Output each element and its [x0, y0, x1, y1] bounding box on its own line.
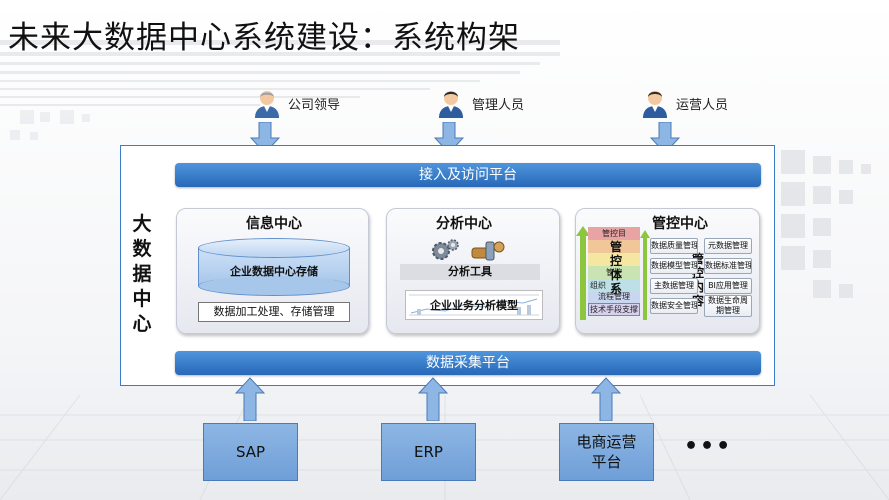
- user-label-leader: 公司领导: [288, 98, 341, 113]
- storage-label: 企业数据中心存储: [230, 265, 318, 278]
- access-platform-bar: 接入及访问平台: [175, 163, 761, 187]
- source-erp: ERP: [381, 423, 476, 481]
- gears-icon: [432, 239, 459, 260]
- analysis-tools-icon: [471, 241, 505, 261]
- source-ecommerce: 电商运营平台: [559, 423, 654, 481]
- model-chart-icon: [409, 294, 539, 316]
- user-operator: 运营人员: [640, 88, 760, 118]
- stack-layer: [588, 240, 640, 253]
- up-arrow-icon: [418, 377, 448, 421]
- stack-layer: [588, 266, 640, 279]
- analysis-tools-label: 分析工具: [400, 264, 540, 280]
- analysis-center-title: 分析中心: [436, 216, 492, 232]
- stack-item-label: 组织: [590, 281, 606, 290]
- source-label: SAP: [235, 443, 266, 461]
- module-box: 数据模型管理: [650, 258, 698, 274]
- source-label: ERP: [414, 443, 443, 461]
- source-label: 电商运营平台: [576, 433, 637, 471]
- user-manager: 管理人员: [436, 88, 556, 118]
- stack-item-label: 技术手段支撑: [590, 305, 638, 314]
- user-label-manager: 管理人员: [472, 98, 525, 113]
- control-system-text: 管控体系: [609, 240, 622, 296]
- more-sources-ellipsis: •••: [684, 434, 733, 459]
- business-model-label: 企业业务分析模型: [430, 299, 518, 312]
- stack-layer: [588, 227, 640, 240]
- control-center-title: 管控中心: [652, 216, 708, 232]
- user-label-operator: 运营人员: [676, 98, 729, 113]
- stack-item-label: 管控: [606, 268, 622, 277]
- data-processing-box: 数据加工处理、存储管理: [198, 302, 350, 322]
- page-title: 未来大数据中心系统建设：系统构架: [8, 20, 520, 56]
- stack-item-label: 管控目: [602, 229, 626, 238]
- module-box: 数据质量管理: [650, 238, 698, 254]
- stack-layer: [588, 303, 640, 316]
- big-data-center-vertical-title: 大数据中心: [132, 213, 152, 335]
- module-box: 数据标准管理: [704, 258, 752, 274]
- module-box: 数据安全管理: [650, 298, 698, 314]
- module-box: 数据生命周期管理: [704, 295, 752, 317]
- module-box: BI应用管理: [704, 278, 752, 294]
- green-up-arrow-icon: [576, 226, 590, 320]
- info-center-title: 信息中心: [246, 216, 302, 232]
- up-arrow-icon: [235, 377, 265, 421]
- stack-layer: [588, 279, 640, 292]
- database-cylinder-icon: [198, 238, 350, 258]
- data-collection-platform-bar: 数据采集平台: [175, 351, 761, 375]
- up-arrow-icon: [591, 377, 621, 421]
- user-leader: 公司领导: [252, 88, 372, 118]
- module-box: 元数据管理: [704, 238, 752, 254]
- leader-avatar-icon: [255, 91, 279, 118]
- manager-avatar-icon: [439, 91, 463, 118]
- source-sap: SAP: [203, 423, 298, 481]
- decorative-pixel-pattern: [0, 40, 560, 140]
- operator-avatar-icon: [643, 91, 667, 118]
- stack-layer: [588, 253, 640, 266]
- storage-cylinder-bottom: [198, 276, 350, 296]
- stack-layer: [588, 292, 640, 305]
- green-side-arrow-icon: [640, 230, 650, 320]
- stack-item-label: 流程管理: [598, 292, 630, 301]
- module-box: 主数据管理: [650, 278, 698, 294]
